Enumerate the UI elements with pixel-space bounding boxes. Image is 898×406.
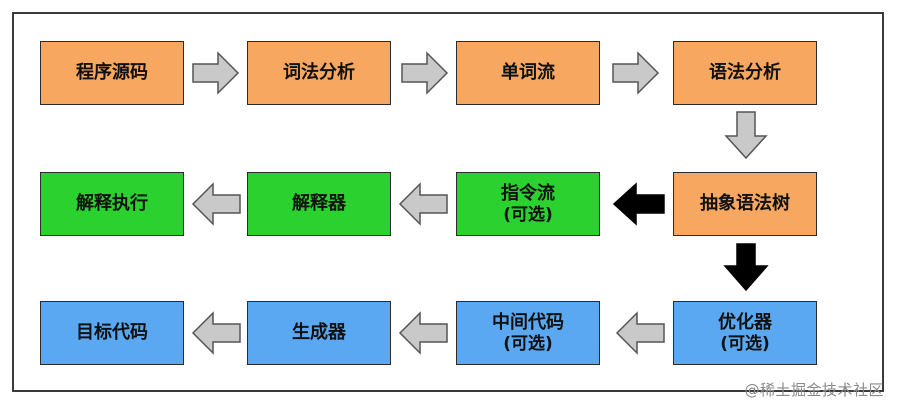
node-optional-label: (可选) [720,333,770,354]
node-label: 指令流 [501,183,555,204]
arrow-right-icon [192,51,240,95]
node-label: 解释执行 [76,193,148,215]
node-interpret-execute: 解释执行 [40,172,184,236]
node-generator: 生成器 [247,301,391,365]
node-ast: 抽象语法树 [673,172,817,236]
node-optional-label: (可选) [503,204,553,225]
arrow-right-icon [401,51,449,95]
arrow-right-icon [612,51,660,95]
node-label: 目标代码 [76,322,148,344]
node-syntax-analysis: 语法分析 [673,41,817,105]
node-ir-code: 中间代码 (可选) [456,301,600,365]
node-label: 词法分析 [283,62,355,84]
arrow-left-icon [615,311,665,355]
node-source-code: 程序源码 [40,41,184,105]
arrow-left-bold-icon [612,182,665,226]
node-label: 中间代码 [492,312,564,333]
arrow-left-icon [191,311,241,355]
watermark: @稀土掘金技术社区 [744,381,884,399]
node-label: 生成器 [292,322,346,344]
node-optional-label: (可选) [503,333,553,354]
arrow-down-bold-icon [723,243,769,292]
node-label: 解释器 [292,193,346,215]
node-token-stream: 单词流 [456,41,600,105]
node-label: 程序源码 [76,62,148,84]
node-label: 优化器 [718,312,772,333]
node-lexical-analysis: 词法分析 [247,41,391,105]
node-label: 单词流 [501,62,555,84]
arrow-left-icon [191,182,241,226]
node-optimizer: 优化器 (可选) [673,301,817,365]
node-label: 语法分析 [709,62,781,84]
node-target-code: 目标代码 [40,301,184,365]
arrow-down-icon [724,111,768,160]
node-instruction-stream: 指令流 (可选) [456,172,600,236]
arrow-left-icon [398,182,448,226]
node-label: 抽象语法树 [700,193,790,215]
node-interpreter: 解释器 [247,172,391,236]
arrow-left-icon [398,311,448,355]
